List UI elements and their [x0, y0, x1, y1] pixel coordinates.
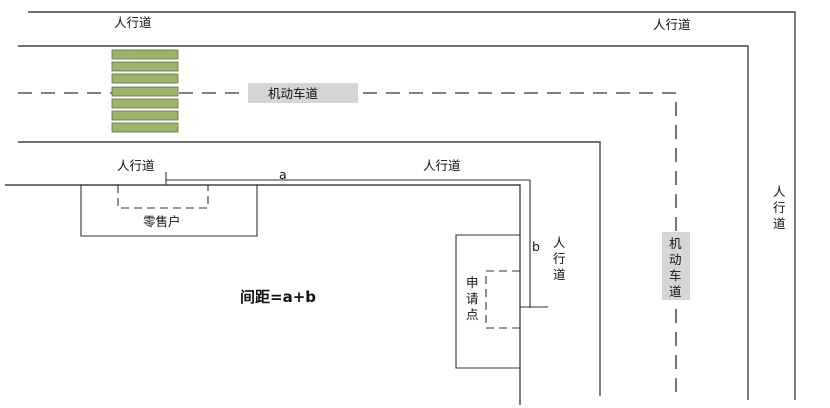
outer-road-edge [28, 11, 796, 400]
motorway-label-horizontal: 机动车道 [268, 86, 319, 101]
inner-block-edge [5, 184, 521, 405]
motorway-label-vertical: 机动车道 [669, 236, 682, 299]
crosswalk [111, 49, 179, 133]
retailer-label: 零售户 [143, 214, 181, 229]
motorway-top-edge [18, 45, 749, 400]
motorway-label-bg-vertical [662, 232, 690, 300]
crosswalk-stripe [111, 86, 179, 97]
sidewalk-label-top-left: 人行道 [114, 15, 152, 30]
applicant-label-vertical: 申请点 [466, 275, 479, 322]
motorway-label-bg-horizontal [248, 83, 358, 103]
crosswalk-stripe [111, 73, 179, 84]
motorway-bottom-edge [18, 141, 601, 396]
crosswalk-stripe [111, 122, 179, 133]
sidewalk-label-top-right: 人行道 [653, 17, 691, 32]
applicant-entrance [485, 270, 520, 329]
motorway-centerline [18, 92, 677, 398]
distance-formula: 间距=a+b [240, 288, 316, 306]
crosswalk-stripe [111, 98, 179, 109]
crosswalk-stripe [111, 49, 179, 60]
segment-b-label: b [532, 239, 540, 254]
applicant-box [455, 234, 520, 369]
retailer-entrance [117, 185, 209, 209]
sidewalk-label-inner-mid: 人行道 [423, 158, 461, 173]
sidewalk-label-right-vertical: 人行道 [773, 184, 786, 231]
crosswalk-stripe [111, 61, 179, 72]
segment-a-label: a [279, 167, 287, 182]
sidewalk-label-inner-left: 人行道 [117, 158, 155, 173]
retailer-box [80, 185, 258, 237]
crosswalk-stripe [111, 110, 179, 121]
sidewalk-label-b-vertical: 人行道 [553, 235, 566, 282]
